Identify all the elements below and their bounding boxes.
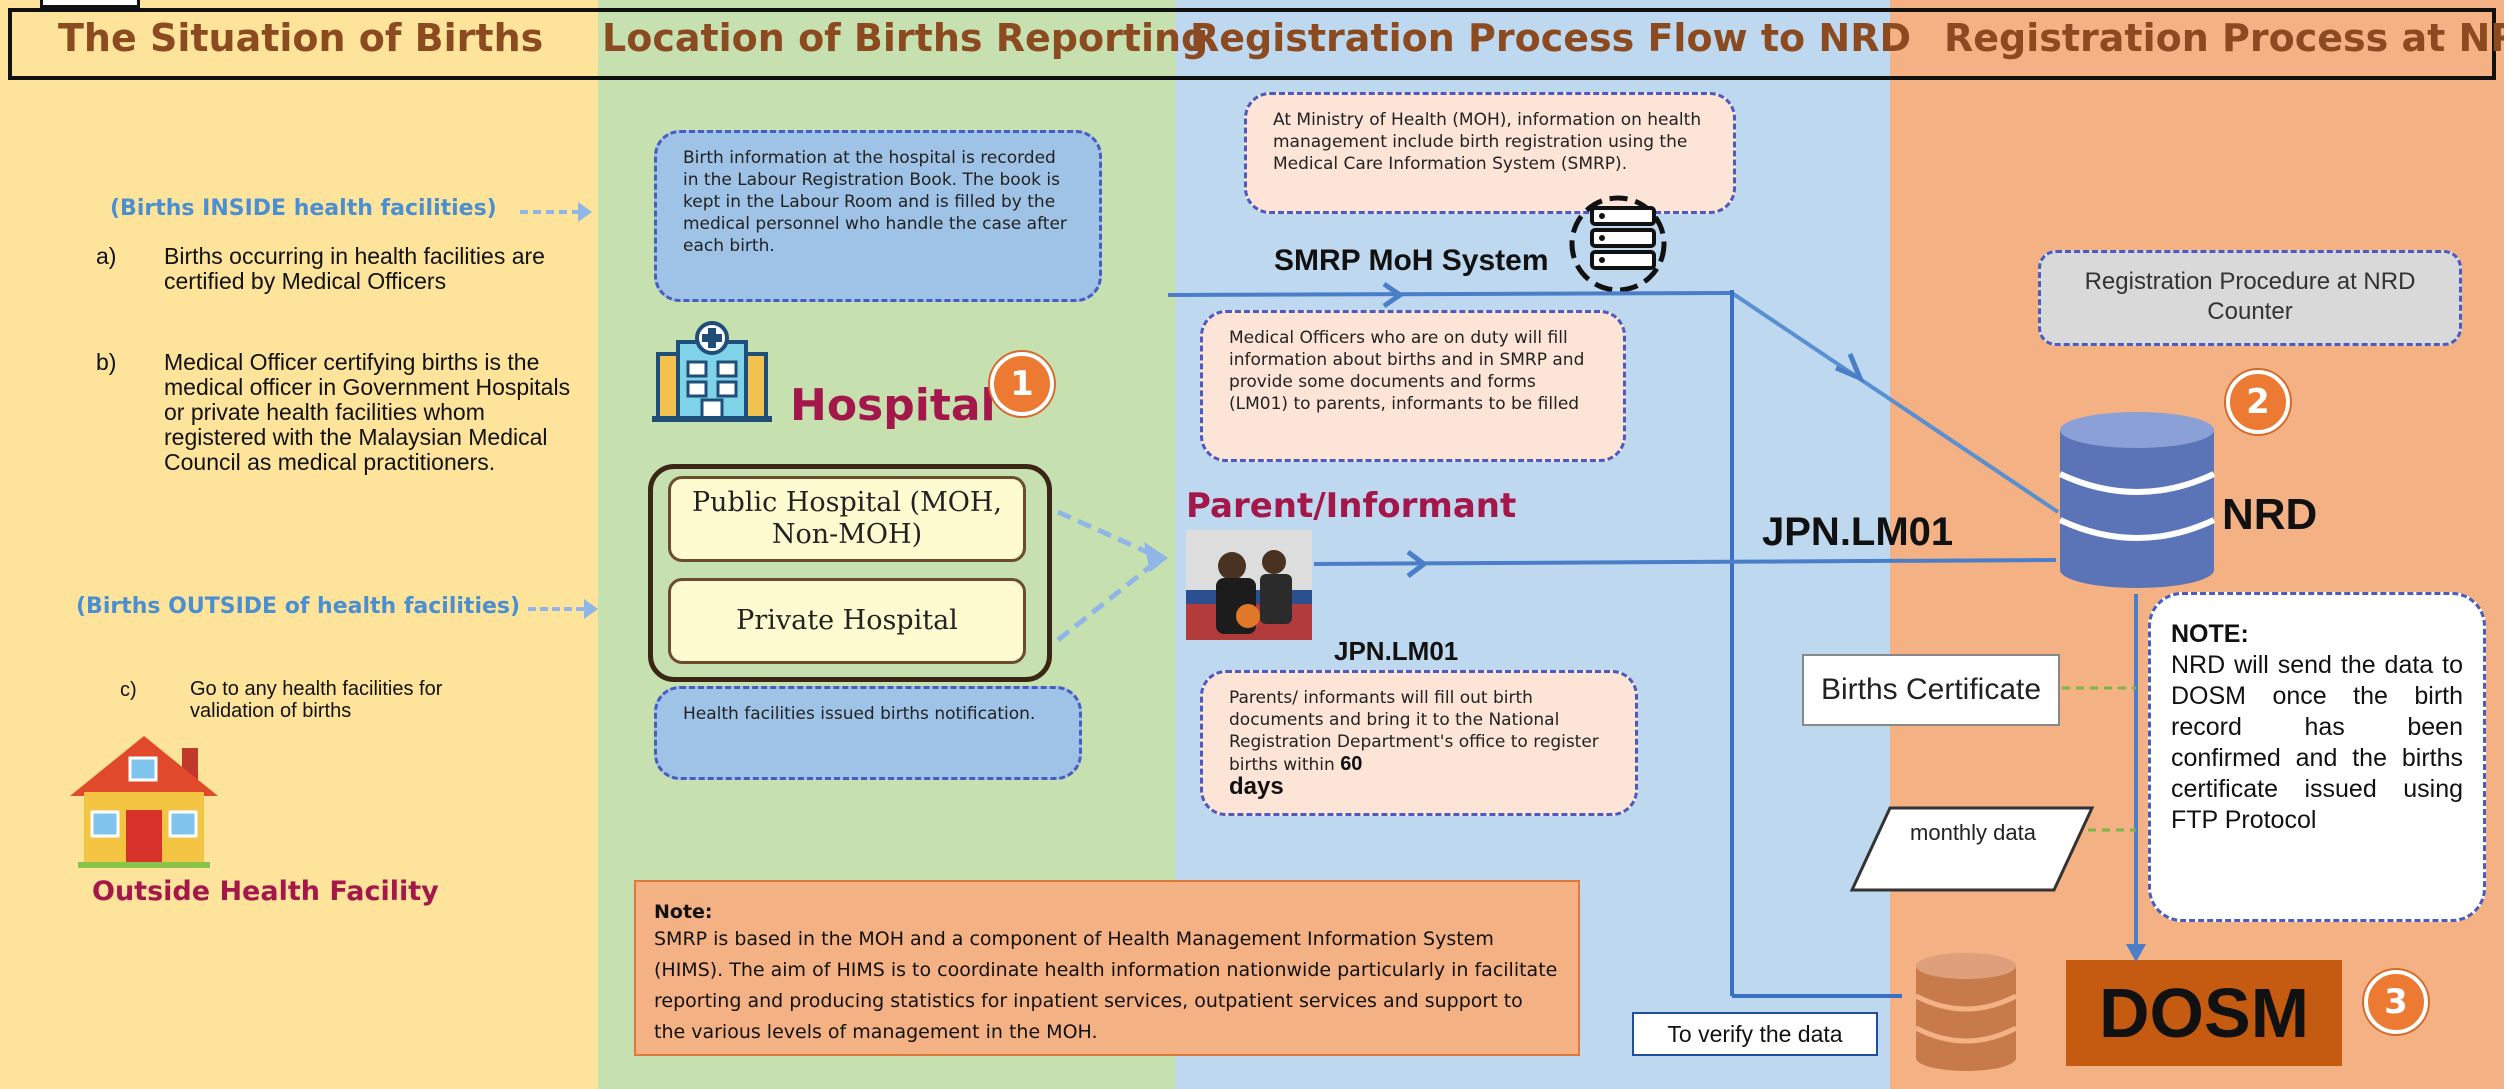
item-a-text: Births occurring in health facilities ar… [164, 243, 545, 294]
nrd-note-title: NOTE: [2171, 620, 2249, 648]
jpn-large-label: JPN.LM01 [1762, 510, 1954, 554]
hospital-types-frame [648, 464, 1052, 682]
nrd-label: NRD [2222, 490, 2318, 539]
officers-box: Medical Officers who are on duty will fi… [1200, 310, 1626, 462]
smrp-label: SMRP MoH System [1274, 244, 1549, 277]
dosm-database-icon [1914, 953, 2018, 1071]
header-flow: Registration Process Flow to NRD [1190, 16, 1911, 60]
nrd-note-text: NRD will send the data to DOSM once the … [2171, 651, 2463, 834]
server-gear-icon [1569, 195, 1667, 293]
hospital-to-parent-arrows [1056, 509, 1168, 642]
nrd-database-icon [2058, 412, 2216, 588]
hospital-record-box: Birth information at the hospital is rec… [654, 130, 1102, 302]
births-certificate-box: Births Certificate [1802, 654, 2060, 726]
hospital-label: Hospital [790, 380, 996, 431]
header-tab-stub [40, 0, 140, 8]
parents-box: Parents/ informants will fill out birth … [1200, 670, 1638, 816]
verify-data-label: To verify the data [1632, 1012, 1878, 1056]
parents-box-days: days [1229, 773, 1284, 800]
hospital-icon [652, 321, 772, 422]
header-bar [8, 8, 2496, 80]
outside-arrow [528, 607, 584, 611]
inside-arrow-head [578, 202, 592, 222]
nrd-note-box: NOTE: NRD will send the data to DOSM onc… [2148, 592, 2486, 922]
smrp-note-box: Note: SMRP is based in the MOH and a com… [634, 880, 1580, 1056]
item-b-text: Medical Officer certifying births is the… [164, 349, 571, 475]
public-hospital-box: Public Hospital (MOH, Non-MOH) [668, 476, 1026, 562]
badge-3: 3 [2364, 970, 2428, 1034]
jpn-small-label: JPN.LM01 [1334, 636, 1459, 666]
parents-box-number: 60 [1340, 753, 1363, 775]
outside-heading: (Births OUTSIDE of health facilities) [76, 594, 521, 619]
header-location: Location of Births Reporting [602, 16, 1209, 60]
outside-arrow-head [584, 599, 598, 619]
column-situation [0, 0, 598, 1089]
header-nrd: Registration Process at NRD [1944, 16, 2504, 60]
smrp-note-title: Note: [654, 901, 713, 923]
inside-heading: (Births INSIDE health facilities) [110, 196, 497, 221]
monthly-data-label: monthly data [1910, 820, 2036, 845]
notification-box: Health facilities issued births notifica… [654, 686, 1082, 780]
inside-arrow [520, 210, 580, 214]
private-hospital-box: Private Hospital [668, 578, 1026, 664]
dosm-box: DOSM [2066, 960, 2342, 1066]
item-c-marker: c) [120, 679, 137, 701]
item-c-text: Go to any health facilities for validati… [190, 678, 443, 722]
monthly-data-shape [1850, 806, 2095, 892]
outside-label: Outside Health Facility [92, 876, 439, 907]
house-icon [70, 736, 218, 868]
moh-info-box: At Ministry of Health (MOH), information… [1244, 92, 1736, 214]
parent-photo [1186, 530, 1312, 640]
registration-procedure-box: Registration Procedure at NRD Counter [2038, 250, 2462, 346]
parent-label: Parent/Informant [1186, 486, 1517, 526]
header-situation: The Situation of Births [58, 16, 544, 60]
badge-1: 1 [990, 352, 1054, 416]
badge-2: 2 [2226, 370, 2290, 434]
smrp-note-text: SMRP is based in the MOH and a component… [654, 928, 1558, 1043]
parents-box-text: Parents/ informants will fill out birth … [1229, 688, 1599, 775]
item-b-marker: b) [96, 349, 117, 375]
item-a-marker: a) [96, 243, 117, 269]
